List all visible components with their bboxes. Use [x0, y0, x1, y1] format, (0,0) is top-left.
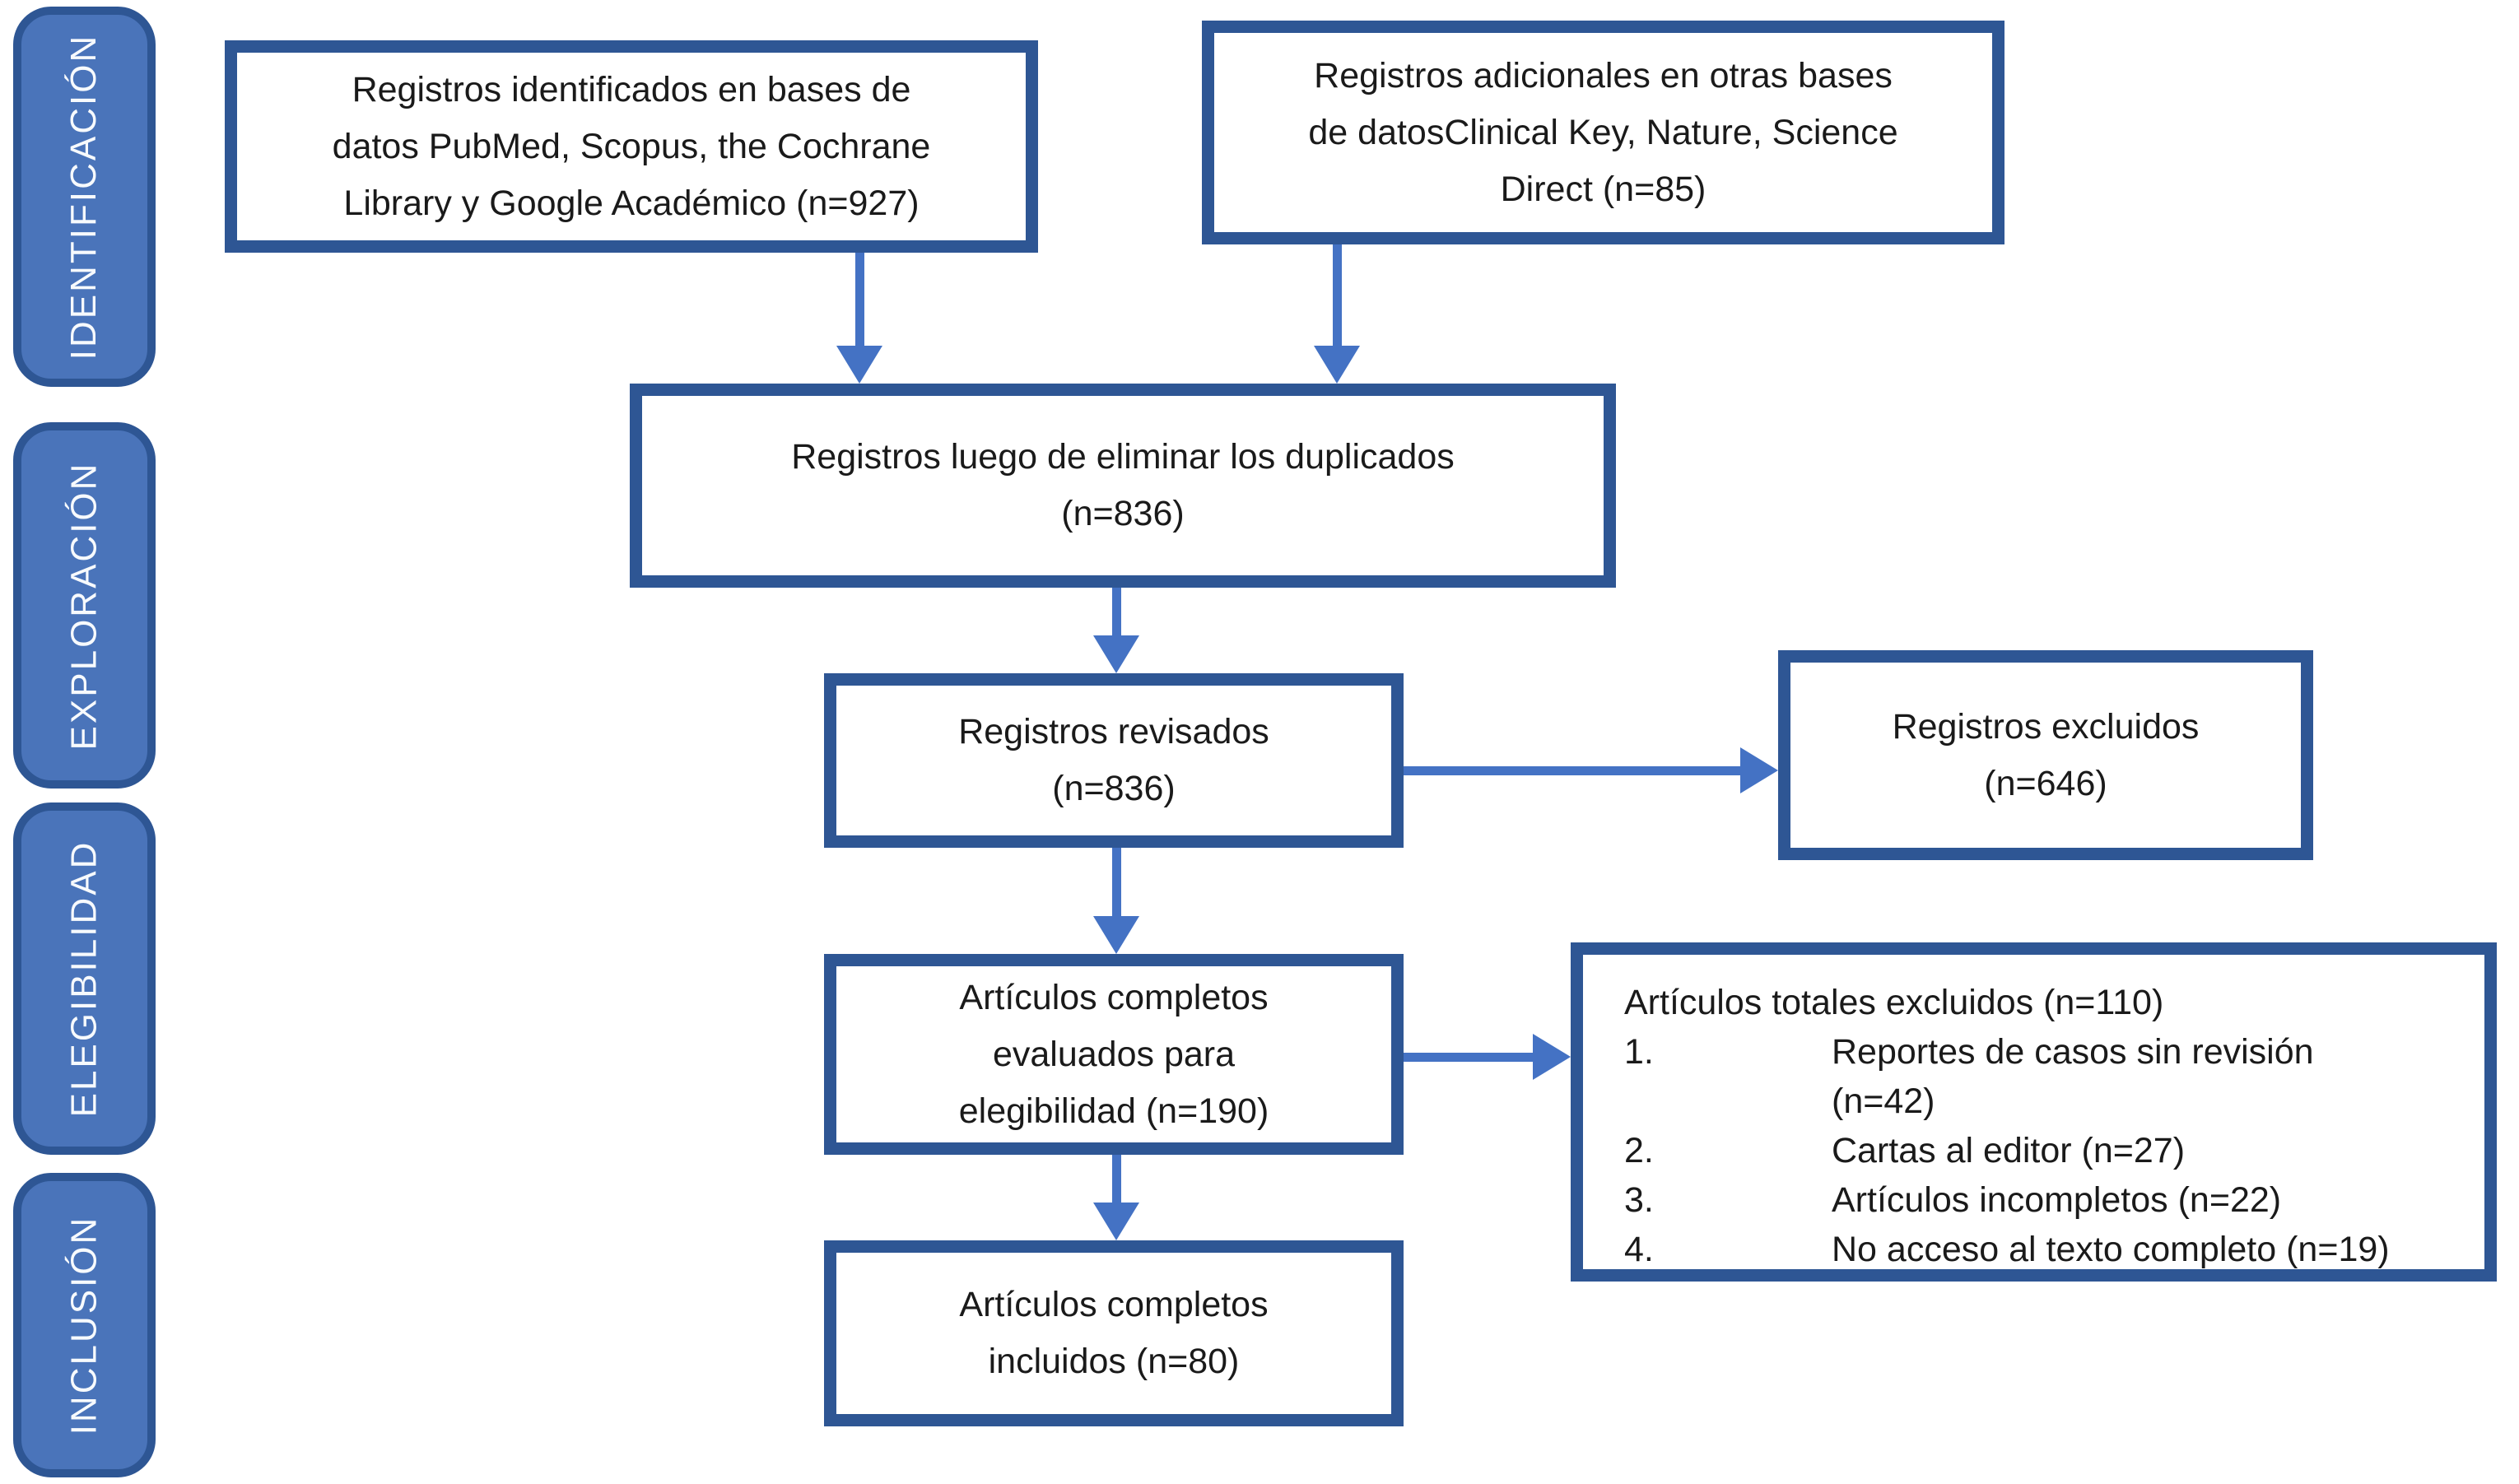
arrowhead-down-icon	[1314, 346, 1360, 384]
stage-elegibilidad: ELEGIBILIDAD	[13, 802, 156, 1155]
stage-inclusion: INCLUSIÓN	[13, 1173, 156, 1477]
box-fulltext-assessed: Artículos completos evaluados para elegi…	[824, 954, 1404, 1155]
exclusion-item-text: Artículos incompletos (n=22)	[1832, 1180, 2282, 1220]
arrow-screened-to-excluded	[1404, 747, 1778, 793]
arrowhead-down-icon	[1093, 1203, 1139, 1240]
arrow-screened-to-fulltext	[1093, 848, 1139, 954]
exclusion-item-number: 3.	[1624, 1180, 1654, 1220]
box-records-additional: Registros adicionales en otras bases de …	[1202, 21, 2004, 244]
box-records-deduplicated: Registros luego de eliminar los duplicad…	[630, 384, 1616, 588]
exclusion-item-number: 4.	[1624, 1230, 1654, 1269]
exclusion-item: 3. Artículos incompletos (n=22)	[1624, 1175, 2475, 1225]
exclusion-item: 2. Cartas al editor (n=27)	[1624, 1126, 2475, 1175]
box-records-excluded-line: Registros excluidos	[1892, 706, 2200, 747]
box-records-screened-line: Registros revisados	[958, 712, 1269, 751]
box-records-identified-line: Library y Google Académico (n=927)	[343, 183, 920, 223]
exclusion-item-number: 1.	[1624, 1032, 1654, 1072]
box-records-screened-line: (n=836)	[1052, 769, 1176, 808]
exclusion-item: 4. No acceso al texto completo (n=19)	[1624, 1225, 2475, 1274]
box-articles-included-line: Artículos completos	[959, 1285, 1269, 1324]
box-records-excluded-line: (n=646)	[1984, 763, 2107, 803]
box-records-additional-line: Direct (n=85)	[1500, 169, 1706, 209]
box-records-deduplicated-line: Registros luego de eliminar los duplicad…	[791, 437, 1455, 477]
box-records-deduplicated-line: (n=836)	[1061, 494, 1185, 533]
arrow-fulltext-to-exclusion-detail	[1404, 1034, 1571, 1080]
box-records-additional-line: de datosClinical Key, Nature, Science	[1308, 112, 1898, 152]
box-fulltext-assessed-line: Artículos completos	[959, 977, 1269, 1017]
box-records-screened: Registros revisados (n=836)	[824, 673, 1404, 848]
exclusion-item-text: Reportes de casos sin revisión (n=42)	[1832, 1032, 2314, 1121]
box-records-identified-line: datos PubMed, Scopus, the Cochrane	[332, 126, 931, 166]
arrow-identified-to-deduplicated	[836, 253, 882, 384]
box-articles-included: Artículos completos incluidos (n=80)	[824, 1240, 1404, 1426]
arrowhead-right-icon	[1533, 1034, 1571, 1080]
stage-exploracion-label: EXPLORACIÓN	[63, 461, 105, 750]
box-articles-excluded-detail: Artículos totales excluidos (n=110) 1. R…	[1571, 942, 2497, 1282]
box-records-excluded: Registros excluidos (n=646)	[1778, 650, 2313, 860]
arrowhead-down-icon	[836, 346, 882, 384]
box-records-additional-line: Registros adicionales en otras bases	[1314, 55, 1893, 95]
box-fulltext-assessed-line: elegibilidad (n=190)	[958, 1091, 1269, 1131]
arrow-additional-to-deduplicated	[1314, 244, 1360, 384]
stage-elegibilidad-label: ELEGIBILIDAD	[63, 840, 105, 1118]
box-records-identified-line: Registros identificados en bases de	[352, 69, 911, 109]
stage-identificacion: IDENTIFICACIÓN	[13, 7, 156, 387]
stage-inclusion-label: INCLUSIÓN	[63, 1215, 105, 1435]
box-fulltext-assessed-line: evaluados para	[992, 1034, 1236, 1074]
exclusion-item-text: Cartas al editor (n=27)	[1832, 1131, 2186, 1170]
arrowhead-down-icon	[1093, 916, 1139, 954]
arrow-deduplicated-to-screened	[1093, 588, 1139, 673]
arrow-fulltext-to-included	[1093, 1155, 1139, 1240]
stage-exploracion: EXPLORACIÓN	[13, 422, 156, 789]
box-records-identified: Registros identificados en bases de dato…	[225, 40, 1038, 253]
box-articles-included-line: incluidos (n=80)	[988, 1342, 1240, 1381]
arrowhead-down-icon	[1093, 635, 1139, 673]
arrowhead-right-icon	[1740, 747, 1778, 793]
stage-identificacion-label: IDENTIFICACIÓN	[63, 33, 105, 361]
exclusion-item-text: No acceso al texto completo (n=19)	[1832, 1230, 2390, 1269]
exclusion-item-number: 2.	[1624, 1131, 1654, 1170]
exclusion-detail-title: Artículos totales excluidos (n=110)	[1624, 983, 2164, 1022]
exclusion-item: 1. Reportes de casos sin revisión (n=42)	[1624, 1027, 2475, 1126]
